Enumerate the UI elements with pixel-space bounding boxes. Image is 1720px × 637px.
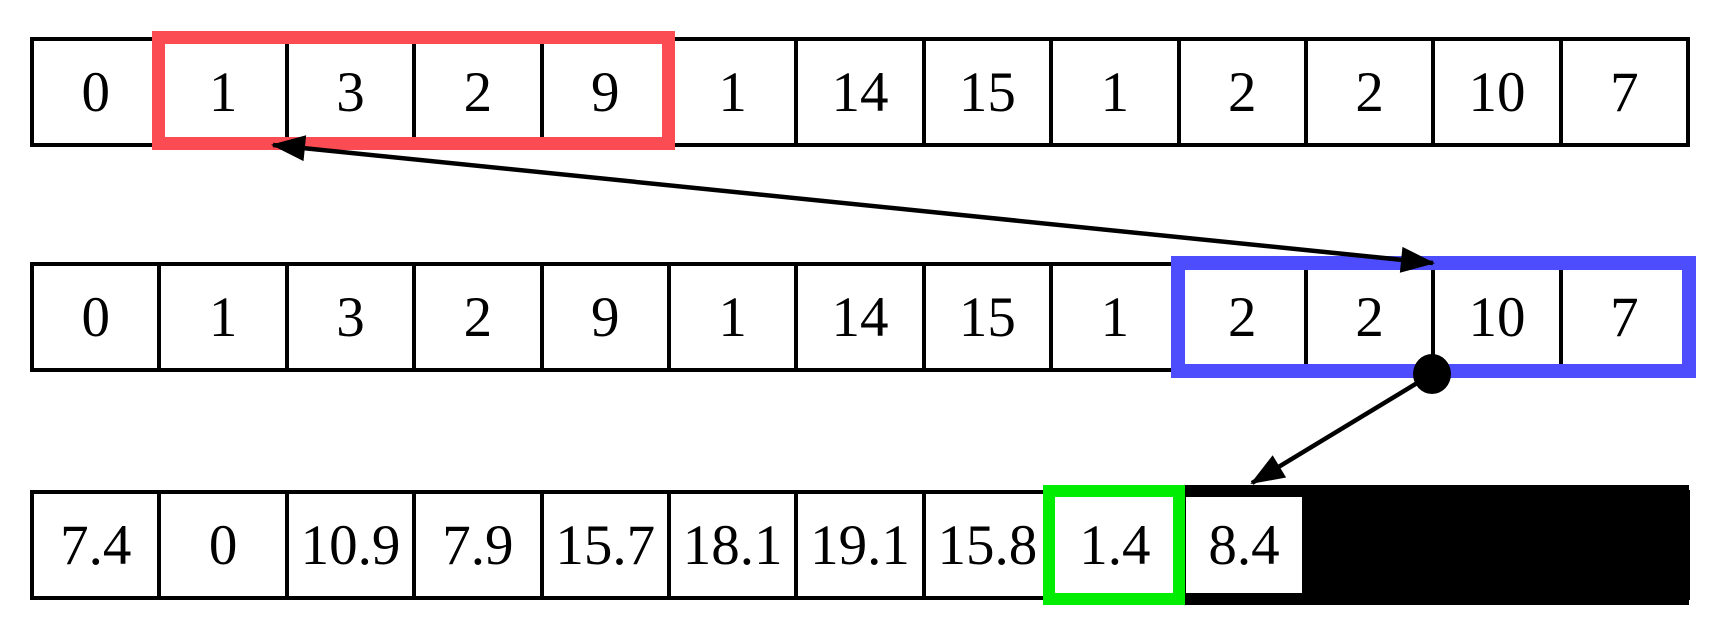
framed-cell: 8.4 — [1186, 497, 1302, 593]
array-cell: 19.1 — [794, 494, 921, 596]
array-cell: 18.1 — [666, 494, 794, 596]
array-cell: 2 — [1176, 266, 1304, 368]
array-cell: 2 — [1303, 266, 1431, 368]
array-cell: 3 — [284, 266, 412, 368]
array-cell: 1.4 — [1049, 494, 1176, 596]
array-cell: 9 — [539, 41, 667, 143]
array-cell: 14 — [794, 266, 921, 368]
array-cell: 10 — [1431, 41, 1558, 143]
array-cell: 2 — [1176, 41, 1304, 143]
array-cell: 7.4 — [60, 513, 132, 577]
array-cell: 0 — [81, 285, 110, 349]
array-cell: 10.9 — [284, 494, 412, 596]
array-cell: 1 — [157, 266, 284, 368]
array-cell: 0 — [157, 494, 284, 596]
array-cell: 3 — [284, 41, 412, 143]
array-cell: 2 — [412, 266, 539, 368]
array-cell: 1 — [1049, 41, 1176, 143]
array-cell: 10 — [1431, 266, 1558, 368]
array-cell: 15.8 — [921, 494, 1049, 596]
array-cell: 9 — [539, 266, 667, 368]
array-cell: 1 — [666, 266, 794, 368]
array-cell: 0 — [81, 60, 110, 124]
array-cell: 15.7 — [539, 494, 667, 596]
array-cell: 2 — [412, 41, 539, 143]
black-fill-region: 8.4 — [1185, 485, 1689, 605]
array-cell: 15 — [921, 266, 1049, 368]
array-cell: 1 — [666, 41, 794, 143]
array-cell: 2 — [1303, 41, 1431, 143]
array-cell: 7 — [1558, 266, 1686, 368]
array-cell: 1 — [157, 41, 284, 143]
array-cell: 7 — [1558, 41, 1686, 143]
array-cell: 1 — [1049, 266, 1176, 368]
slice-link-arrow — [271, 135, 1435, 273]
array-cell: 15 — [921, 41, 1049, 143]
dot-to-frame-arrow — [1250, 372, 1434, 485]
array-cell: 7.9 — [412, 494, 539, 596]
array-cell: 14 — [794, 41, 921, 143]
